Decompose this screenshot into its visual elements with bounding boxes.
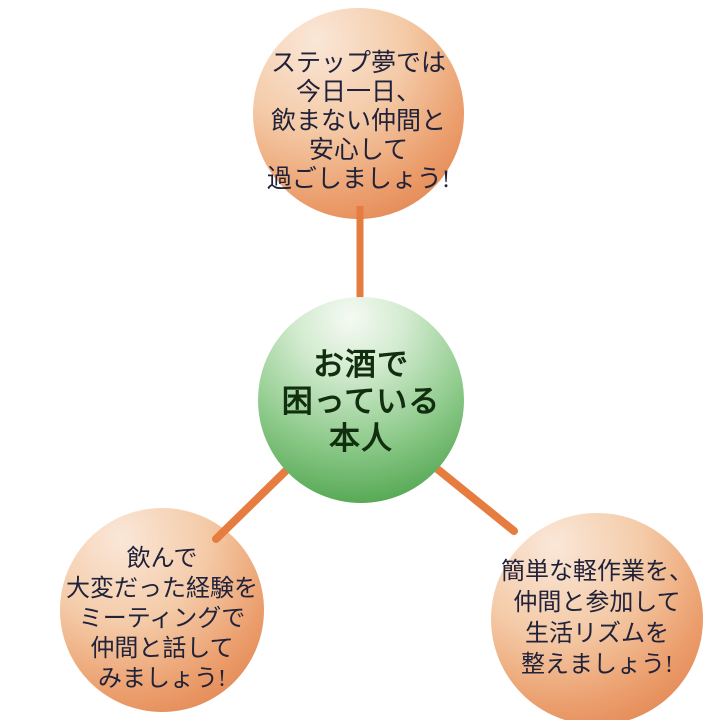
node-top-text: ステップ夢では 今日一日、 飲まない仲間と 安心して 過ごしましょう! bbox=[267, 49, 450, 194]
text-line: 飲んで bbox=[126, 546, 198, 572]
text-line: お酒で bbox=[312, 346, 409, 383]
text-line: 本人 bbox=[328, 420, 393, 457]
text-line: 大変だった経験を bbox=[66, 576, 258, 602]
text-line: 過ごしましょう! bbox=[266, 166, 451, 193]
text-line: 生活リズムを bbox=[525, 621, 669, 647]
node-center-text: お酒で 困っている 本人 bbox=[282, 347, 440, 458]
node-center-circle: お酒で 困っている 本人 bbox=[258, 297, 464, 503]
node-bottom-left-circle: 飲んで 大変だった経験を ミーティングで 仲間と話して みましょう! bbox=[60, 508, 264, 712]
text-line: 整えましょう! bbox=[521, 652, 673, 678]
node-top-circle: ステップ夢では 今日一日、 飲まない仲間と 安心して 過ごしましょう! bbox=[253, 8, 464, 219]
text-line: ミーティングで bbox=[78, 606, 246, 632]
text-line: 仲間と参加して bbox=[513, 590, 681, 616]
text-line: 簡単な軽作業を、 bbox=[501, 559, 693, 585]
text-line: 仲間と話して bbox=[90, 636, 234, 662]
text-line: ステップ夢では bbox=[270, 50, 446, 77]
node-bottom-right-circle: 簡単な軽作業を、 仲間と参加して 生活リズムを 整えましょう! bbox=[491, 513, 703, 720]
node-bottom-right-text: 簡単な軽作業を、 仲間と参加して 生活リズムを 整えましょう! bbox=[501, 557, 693, 681]
text-line: 困っている bbox=[281, 383, 441, 420]
text-line: 飲まない仲間と bbox=[270, 108, 446, 135]
text-line: 今日一日、 bbox=[295, 79, 421, 106]
node-bottom-left-text: 飲んで 大変だった経験を ミーティングで 仲間と話して みましょう! bbox=[66, 544, 258, 694]
text-line: 安心して bbox=[308, 137, 409, 164]
text-line: みましょう! bbox=[98, 666, 226, 692]
